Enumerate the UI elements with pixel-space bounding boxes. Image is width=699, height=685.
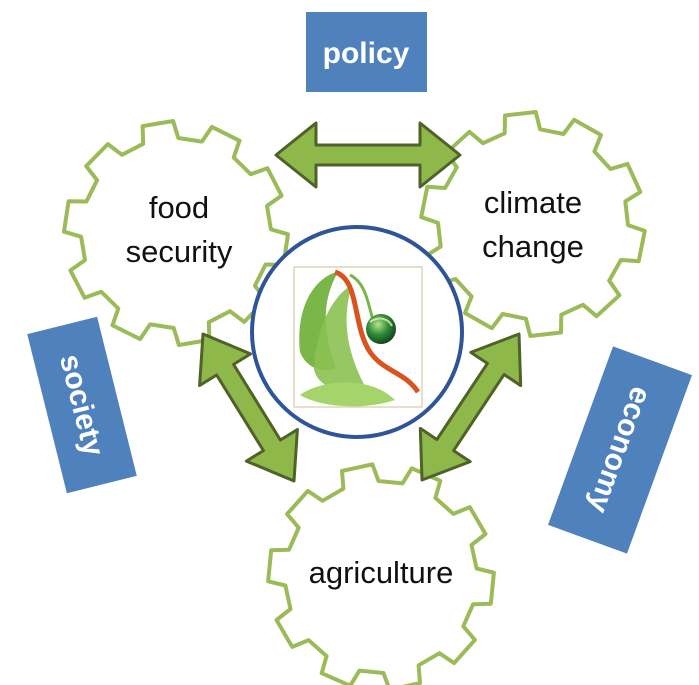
gear-label-food-line2: security (126, 234, 233, 269)
arrow-shape (198, 332, 299, 483)
gear-label-agriculture: agriculture (309, 555, 454, 590)
double-arrow-climate-agriculture (418, 332, 523, 482)
economy-box: economy (548, 346, 692, 554)
policy-label: policy (323, 37, 410, 70)
leaf-logo-icon (293, 266, 423, 408)
arrow-shape (274, 121, 462, 189)
gear-outline (419, 110, 647, 338)
gear-food-security (62, 119, 290, 347)
double-arrow-food-climate (274, 121, 462, 189)
gear-outline (62, 119, 290, 347)
gear-climate-change (419, 110, 647, 338)
gear-label-climate-line1: climate (484, 185, 582, 220)
gear-label-food-line1: food (149, 190, 209, 225)
double-arrow-food-agriculture (198, 332, 299, 483)
policy-box (306, 12, 427, 92)
arrow-shape (418, 332, 523, 482)
society-box: society (27, 316, 137, 494)
gear-label-climate-line2: change (482, 229, 584, 264)
